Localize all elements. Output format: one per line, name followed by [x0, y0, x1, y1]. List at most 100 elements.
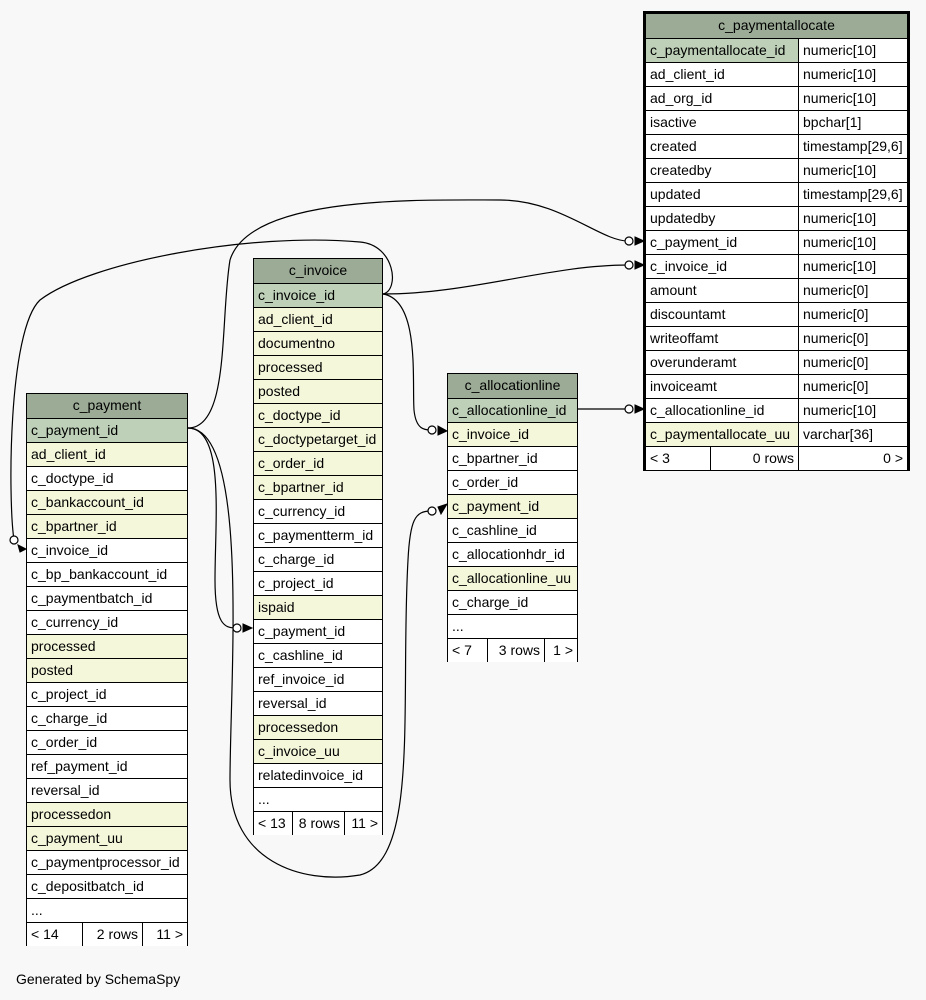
column-name: created [646, 135, 798, 158]
column-row[interactable]: c_doctypetarget_id [254, 427, 382, 451]
column-row[interactable]: c_invoice_id [254, 283, 382, 307]
column-row[interactable]: posted [254, 379, 382, 403]
column-name: c_allocationline_id [448, 399, 577, 422]
column-row[interactable]: c_payment_id [27, 418, 187, 442]
column-row[interactable]: c_order_id [254, 451, 382, 475]
column-name: processed [254, 356, 382, 379]
column-row[interactable]: c_bpartner_id [448, 446, 577, 470]
column-name: ad_client_id [27, 443, 187, 466]
column-name: c_bp_bankaccount_id [27, 563, 187, 586]
column-row[interactable]: ... [254, 787, 382, 811]
column-row[interactable]: c_allocationline_id [448, 398, 577, 422]
column-row[interactable]: c_charge_id [27, 706, 187, 730]
column-row[interactable]: c_cashline_id [448, 518, 577, 542]
column-row[interactable]: c_currency_id [27, 610, 187, 634]
column-row[interactable]: c_currency_id [254, 499, 382, 523]
column-row[interactable]: reversal_id [27, 778, 187, 802]
column-row[interactable]: c_bankaccount_id [27, 490, 187, 514]
column-row[interactable]: reversal_id [254, 691, 382, 715]
column-row[interactable]: c_invoice_id [27, 538, 187, 562]
column-row[interactable]: c_doctype_id [254, 403, 382, 427]
column-row[interactable]: c_payment_id [254, 619, 382, 643]
column-row[interactable]: c_paymentbatch_id [27, 586, 187, 610]
column-row[interactable]: c_payment_id [448, 494, 577, 518]
table-header[interactable]: c_paymentallocate [646, 14, 907, 38]
column-name: c_invoice_id [646, 255, 798, 278]
column-name: ... [448, 615, 577, 638]
column-row[interactable]: c_paymentterm_id [254, 523, 382, 547]
column-row[interactable]: ref_invoice_id [254, 667, 382, 691]
footer-row-count: 8 rows [292, 812, 344, 835]
column-name: reversal_id [254, 692, 382, 715]
column-row[interactable]: c_project_id [27, 682, 187, 706]
column-type: numeric[0] [798, 375, 907, 398]
column-row[interactable]: c_doctype_id [27, 466, 187, 490]
column-row[interactable]: processedon [254, 715, 382, 739]
column-row[interactable]: c_cashline_id [254, 643, 382, 667]
column-row[interactable]: ispaid [254, 595, 382, 619]
column-type: numeric[0] [798, 351, 907, 374]
column-row[interactable]: c_order_id [448, 470, 577, 494]
column-row[interactable]: processed [27, 634, 187, 658]
table-title: c_invoice [254, 259, 382, 283]
column-row[interactable]: c_allocationhdr_id [448, 542, 577, 566]
column-row[interactable]: c_project_id [254, 571, 382, 595]
column-row[interactable]: ... [27, 898, 187, 922]
table-header[interactable]: c_invoice [254, 259, 382, 283]
column-name: c_project_id [254, 572, 382, 595]
column-type: numeric[0] [798, 279, 907, 302]
column-row[interactable]: c_bp_bankaccount_id [27, 562, 187, 586]
column-row[interactable]: c_payment_uu [27, 826, 187, 850]
column-row[interactable]: relatedinvoice_id [254, 763, 382, 787]
column-row[interactable]: ad_client_id [254, 307, 382, 331]
footer-row-count: 0 rows [710, 447, 798, 470]
column-row[interactable]: c_bpartner_id [254, 475, 382, 499]
column-row[interactable]: processed [254, 355, 382, 379]
column-row[interactable]: processedon [27, 802, 187, 826]
column-row[interactable]: ad_client_id [27, 442, 187, 466]
column-row[interactable]: c_charge_id [448, 590, 577, 614]
table-header[interactable]: c_allocationline [448, 374, 577, 398]
column-row[interactable]: ... [448, 614, 577, 638]
column-name: posted [254, 380, 382, 403]
column-row[interactable]: c_paymentprocessor_id [27, 850, 187, 874]
column-row[interactable]: c_invoice_uu [254, 739, 382, 763]
column-row[interactable]: c_charge_id [254, 547, 382, 571]
column-row[interactable]: posted [27, 658, 187, 682]
connector-end-circle [427, 506, 437, 516]
column-row[interactable]: c_bpartner_id [27, 514, 187, 538]
column-row[interactable]: c_depositbatch_id [27, 874, 187, 898]
column-row[interactable]: documentno [254, 331, 382, 355]
column-row[interactable]: ref_payment_id [27, 754, 187, 778]
column-row[interactable]: c_allocationline_uu [448, 566, 577, 590]
column-row[interactable]: c_invoice_id [448, 422, 577, 446]
table-header[interactable]: c_payment [27, 394, 187, 418]
column-name: c_bpartner_id [254, 476, 382, 499]
column-row[interactable]: c_order_id [27, 730, 187, 754]
